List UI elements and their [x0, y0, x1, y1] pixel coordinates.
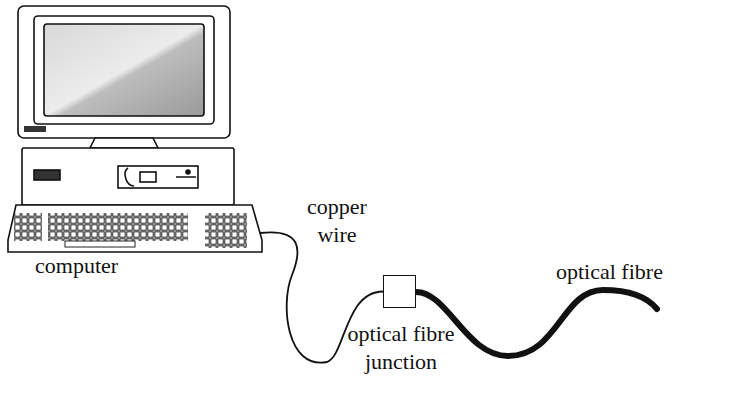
node-label: optical fibre junction	[321, 320, 481, 376]
computer-node: computer	[8, 0, 260, 285]
monitor	[18, 6, 230, 148]
system-unit	[22, 148, 234, 205]
cable-label: optical fibre	[556, 258, 663, 286]
keyboard	[8, 205, 262, 252]
junction-box: optical fibre junction	[383, 275, 416, 308]
wire-label: copper wire	[296, 193, 378, 249]
node-label: computer	[35, 252, 185, 280]
